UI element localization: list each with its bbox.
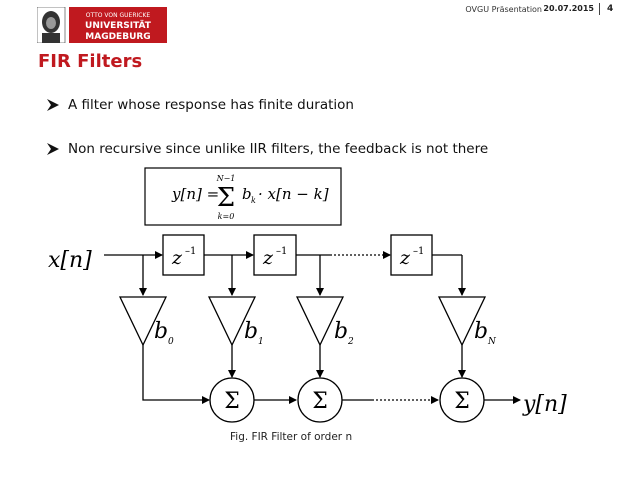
- page-number: 4: [607, 4, 614, 14]
- multiplier-triangle: b 1: [207, 296, 264, 347]
- slide-title: FIR Filters: [38, 51, 143, 72]
- equation-lower-limit: k=0: [218, 212, 235, 221]
- presentation-label: OVGU Präsentation: [465, 5, 542, 14]
- delay-exponent: –1: [276, 246, 287, 257]
- delay-box: z –1: [162, 234, 205, 276]
- bullet-item: Non recursive since unlike IIR filters, …: [46, 141, 488, 157]
- multiplier-triangle: b N: [437, 296, 497, 347]
- adder-node: Σ: [297, 377, 343, 423]
- equation-upper-limit: N−1: [216, 174, 236, 183]
- bullet-item: A filter whose response has finite durat…: [46, 97, 354, 113]
- logo-line3: MAGDEBURG: [85, 32, 150, 42]
- logo-line2: UNIVERSITÄT: [85, 20, 152, 31]
- adder-node: Σ: [209, 377, 255, 423]
- output-label: y[n]: [522, 392, 567, 417]
- adder-sigma: Σ: [312, 389, 328, 414]
- coeff-letter: b: [244, 319, 258, 344]
- delay-label: z: [262, 247, 274, 269]
- adder-sigma: Σ: [454, 389, 470, 414]
- delay-label: z: [399, 247, 411, 269]
- equation-coeff-sub: k: [251, 196, 256, 205]
- delay-exponent: –1: [413, 246, 424, 257]
- figure-caption: Fig. FIR Filter of order n: [230, 431, 353, 443]
- coeff-sub: N: [487, 337, 497, 347]
- multiplier-triangle: b 2: [295, 296, 354, 347]
- coeff-letter: b: [334, 319, 348, 344]
- coeff-sub: 0: [168, 337, 174, 347]
- equation-coeff: b: [242, 185, 252, 203]
- logo-line1: OTTO VON GUERICKE: [86, 12, 151, 19]
- header-divider: [599, 3, 600, 15]
- coeff-sub: 1: [258, 337, 264, 347]
- adder-sigma: Σ: [224, 389, 240, 414]
- arrow-bullet-icon: [47, 99, 59, 111]
- multiplier-triangle: b 0: [118, 296, 174, 347]
- summation-symbol: Σ: [217, 183, 235, 213]
- slide-date: 20.07.2015: [543, 4, 594, 13]
- delay-box: z –1: [390, 234, 433, 276]
- coeff-letter: b: [474, 319, 488, 344]
- coeff-sub: 2: [347, 337, 354, 347]
- university-logo: OTTO VON GUERICKE UNIVERSITÄT MAGDEBURG: [37, 7, 167, 43]
- coeff-letter: b: [154, 319, 168, 344]
- delay-label: z: [171, 247, 183, 269]
- delay-box: z –1: [253, 234, 297, 276]
- portrait-icon: [42, 11, 60, 43]
- fir-filter-diagram: y[n] = N−1 Σ k=0 b k · x[n − k] x[n] z –…: [48, 167, 567, 423]
- input-label: x[n]: [48, 248, 92, 273]
- adder-node: Σ: [439, 377, 485, 423]
- bullet-text: Non recursive since unlike IIR filters, …: [68, 141, 489, 157]
- equation-lhs: y[n] =: [171, 185, 219, 203]
- delay-exponent: –1: [185, 246, 196, 257]
- arrow-bullet-icon: [47, 143, 59, 155]
- equation-rest: · x[n − k]: [258, 185, 329, 203]
- bullet-text: A filter whose response has finite durat…: [68, 97, 354, 113]
- equation-box: y[n] = N−1 Σ k=0 b k · x[n − k]: [144, 167, 342, 226]
